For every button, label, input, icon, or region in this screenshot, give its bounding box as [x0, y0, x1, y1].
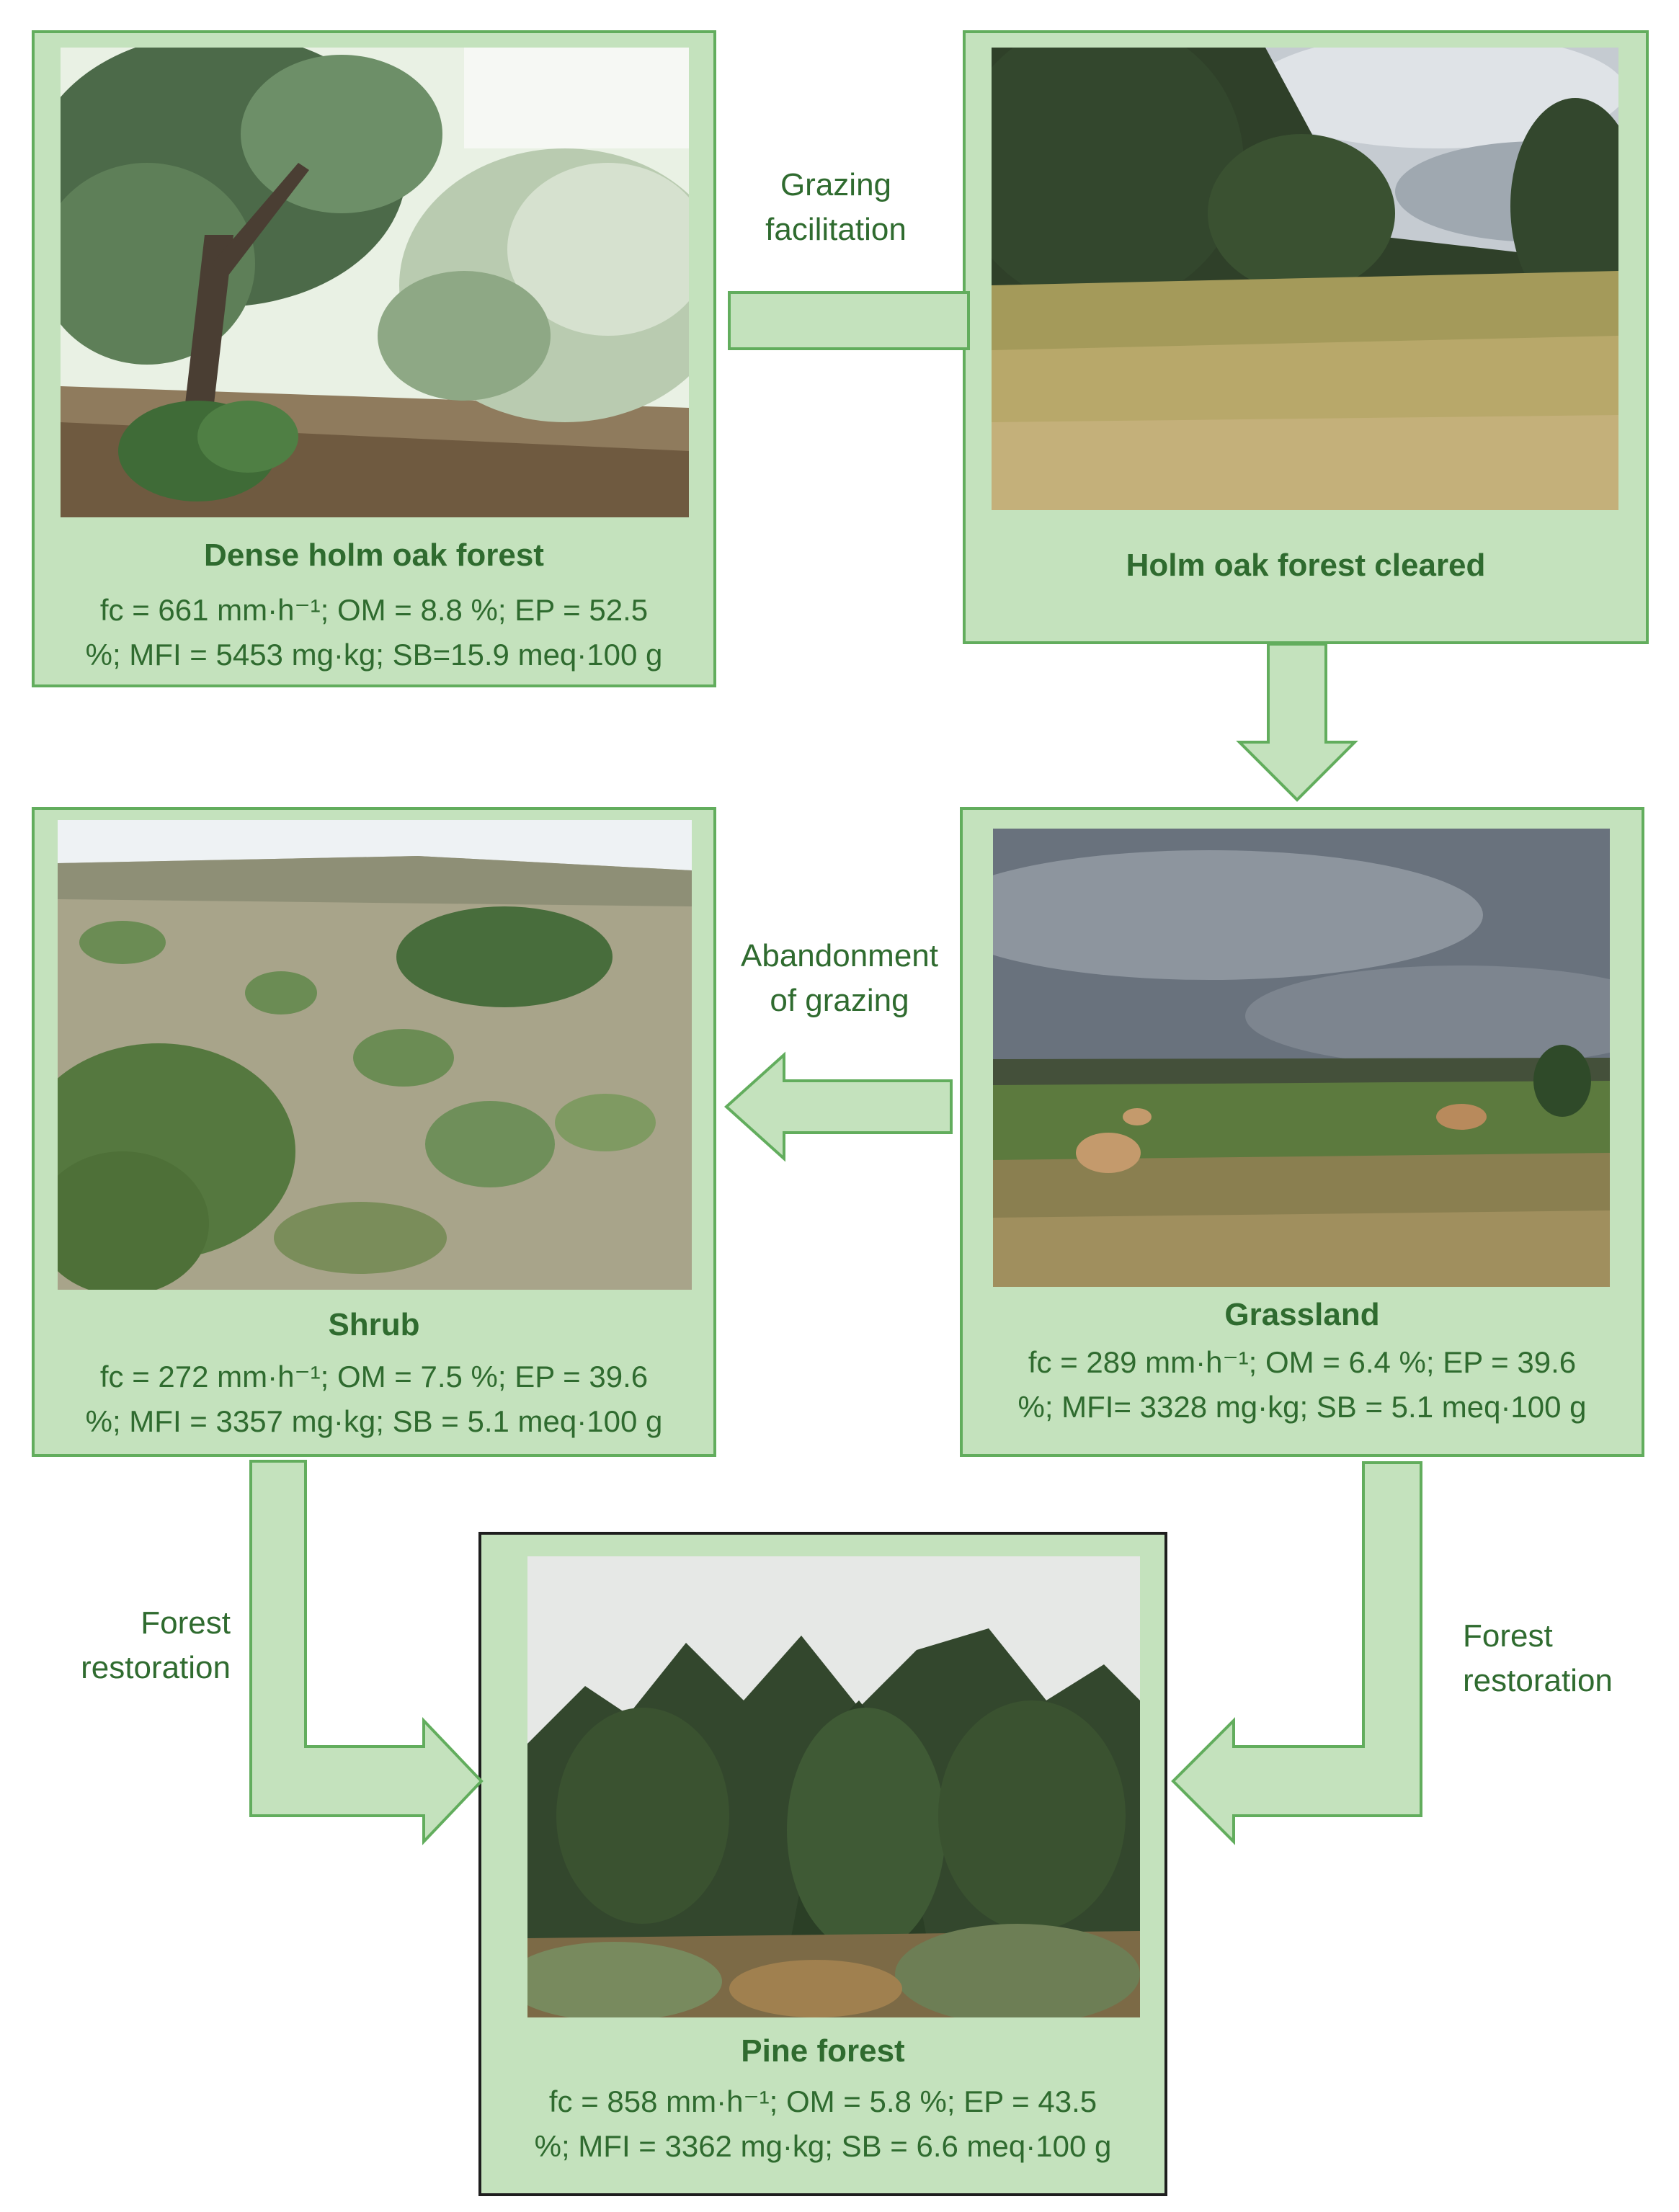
- grassland-stats-line2: %; MFI= 3328 mg·kg; SB = 5.1 meq·100 g: [1017, 1390, 1587, 1424]
- pine-forest-photo: [527, 1556, 1140, 2017]
- cleared-oak-panel: Holm oak forest cleared: [963, 30, 1649, 644]
- dense-oak-title: Dense holm oak forest: [204, 538, 544, 573]
- dense-oak-stats-line2: %; MFI = 5453 mg·kg; SB=15.9 meq·100 g: [85, 638, 663, 672]
- abandonment-line2: of grazing: [770, 983, 909, 1018]
- restoration-right-label: Forest restoration: [1463, 1614, 1665, 1703]
- dense-oak-panel: Dense holm oak forest fc = 661 mm·h⁻¹; O…: [32, 30, 716, 687]
- pine-forest-panel: Pine forest fc = 858 mm·h⁻¹; OM = 5.8 %;…: [478, 1532, 1167, 2196]
- pine-forest-title: Pine forest: [741, 2033, 905, 2069]
- restoration-left-line2: restoration: [81, 1650, 231, 1685]
- restoration-left-label: Forest restoration: [29, 1601, 231, 1690]
- grazing-facilitation-line1: Grazing: [780, 167, 892, 202]
- shrub-photo: [58, 820, 692, 1290]
- cleared-to-grassland-arrow: [1236, 643, 1358, 802]
- dense-oak-photo: [61, 48, 689, 517]
- grassland-to-shrub-arrow: [724, 1051, 953, 1162]
- pine-forest-stats-line2: %; MFI = 3362 mg·kg; SB = 6.6 meq·100 g: [534, 2129, 1112, 2163]
- shrub-stats-line2: %; MFI = 3357 mg·kg; SB = 5.1 meq·100 g: [85, 1404, 663, 1438]
- shrub-title: Shrub: [328, 1307, 420, 1342]
- pine-forest-stats: fc = 858 mm·h⁻¹; OM = 5.8 %; EP = 43.5 %…: [481, 2079, 1164, 2169]
- shrub-to-pine-arrow: [249, 1460, 484, 1845]
- shrub-panel: Shrub fc = 272 mm·h⁻¹; OM = 7.5 %; EP = …: [32, 807, 716, 1457]
- grassland-stats-line1: fc = 289 mm·h⁻¹; OM = 6.4 %; EP = 39.6: [1028, 1345, 1577, 1379]
- grassland-title: Grassland: [1224, 1297, 1380, 1332]
- restoration-right-line2: restoration: [1463, 1663, 1613, 1698]
- grazing-facilitation-line2: facilitation: [765, 212, 907, 247]
- shrub-stats: fc = 272 mm·h⁻¹; OM = 7.5 %; EP = 39.6 %…: [35, 1355, 713, 1444]
- restoration-left-line1: Forest: [141, 1605, 231, 1641]
- restoration-right-line1: Forest: [1463, 1618, 1553, 1654]
- abandonment-line1: Abandonment: [741, 938, 938, 973]
- grazing-facilitation-connector: [728, 291, 970, 350]
- abandonment-label: Abandonment of grazing: [721, 934, 958, 1023]
- pine-forest-stats-line1: fc = 858 mm·h⁻¹; OM = 5.8 %; EP = 43.5: [548, 2084, 1097, 2118]
- shrub-stats-line1: fc = 272 mm·h⁻¹; OM = 7.5 %; EP = 39.6: [99, 1360, 649, 1393]
- dense-oak-stats: fc = 661 mm·h⁻¹; OM = 8.8 %; EP = 52.5 %…: [35, 588, 713, 677]
- grazing-facilitation-label: Grazing facilitation: [735, 163, 937, 252]
- grassland-photo: [993, 829, 1610, 1287]
- grassland-stats: fc = 289 mm·h⁻¹; OM = 6.4 %; EP = 39.6 %…: [963, 1340, 1642, 1430]
- cleared-oak-photo: [992, 48, 1618, 510]
- grassland-panel: Grassland fc = 289 mm·h⁻¹; OM = 6.4 %; E…: [960, 807, 1644, 1457]
- cleared-oak-title: Holm oak forest cleared: [1126, 548, 1486, 583]
- dense-oak-stats-line1: fc = 661 mm·h⁻¹; OM = 8.8 %; EP = 52.5: [99, 593, 649, 627]
- grassland-to-pine-arrow: [1171, 1461, 1422, 1845]
